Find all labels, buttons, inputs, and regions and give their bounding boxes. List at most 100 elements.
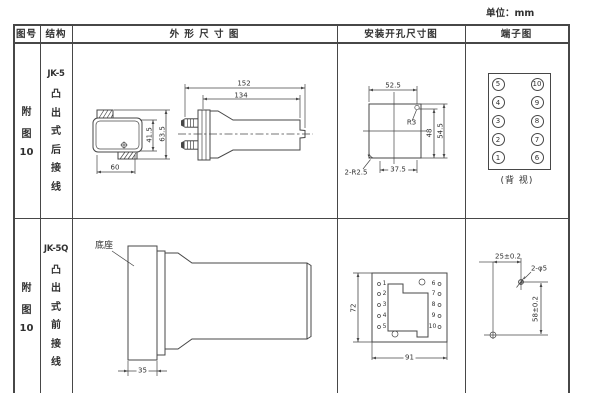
- front-view: [92, 109, 170, 174]
- terminal-5: 5: [491, 77, 505, 91]
- hole-num-4: 4: [382, 312, 387, 319]
- hole-num-8: 8: [431, 301, 436, 308]
- table-left-border: [13, 24, 15, 393]
- terminal-3: 3: [491, 114, 505, 128]
- jk5-outline-drawing: [92, 84, 313, 174]
- row2-fig-number: 10: [19, 322, 34, 334]
- dim-37-5: 37.5: [388, 165, 408, 174]
- col-divider-1: [40, 24, 41, 393]
- row1-fig-no: 附 图 10: [13, 43, 40, 218]
- header-terminal: 端子图: [500, 29, 533, 40]
- table-right-border: [568, 24, 570, 393]
- header-fig-no: 图号: [15, 29, 37, 40]
- row2-desc-char: 前: [51, 320, 61, 331]
- row2-fig-no: 附 图 10: [13, 219, 40, 393]
- side-view: [178, 84, 313, 161]
- mounting-plate: [371, 272, 448, 343]
- terminal-2: 2: [491, 133, 505, 146]
- terminal-7: 7: [530, 133, 544, 146]
- row1-outline-cell: 152 134 41.5 63.5 60: [73, 43, 337, 218]
- corner-hole-icon: [414, 104, 420, 111]
- drill-hole-icon: [489, 331, 497, 339]
- dim-r3: R3: [406, 118, 417, 127]
- col-divider-3: [337, 24, 338, 393]
- row2-model: JK-5Q: [43, 244, 69, 254]
- row1-desc-char: 接: [51, 163, 61, 174]
- hole-num-3: 3: [382, 301, 387, 308]
- col-divider-2: [72, 24, 73, 393]
- row1-structure: JK-5 凸 出 式 后 接 线: [40, 43, 72, 218]
- dim-2-phi5: 2-φ5: [530, 264, 548, 272]
- dim-54-5: 54.5: [436, 123, 444, 139]
- terminal-10: 10: [530, 77, 544, 91]
- hole-num-9: 9: [431, 312, 436, 319]
- row1-desc-char: 后: [51, 144, 61, 156]
- row1-desc-char: 出: [51, 107, 61, 119]
- dim-52-5: 52.5: [385, 81, 401, 90]
- header-structure: 结构: [45, 29, 67, 40]
- terminal-stud-icon: [181, 118, 185, 128]
- row2-desc-char: 凸: [51, 264, 61, 276]
- row2-desc-char: 出: [51, 283, 61, 294]
- dim-58: 58±0.2: [531, 295, 539, 322]
- terminal-stud-icon: [181, 140, 185, 150]
- row1-mounting-cell: 52.5 R3 48 54.5 37.5 2-R2.5: [337, 43, 465, 218]
- jk5q-mounting-drawing: [353, 272, 448, 360]
- row2-outline-cell: 底座 35: [73, 218, 337, 393]
- terminal-1: 1: [491, 151, 505, 164]
- row1-fig-char-2: 图: [21, 129, 32, 140]
- dim-91: 91: [403, 353, 416, 362]
- mounting-hole-icon: [391, 330, 399, 338]
- row2-fig-char-2: 图: [21, 304, 32, 316]
- row-divider: [13, 218, 569, 219]
- row1-desc-char: 式: [51, 126, 61, 137]
- cutout-polygon: [387, 283, 429, 338]
- header-mounting: 安装开孔尺寸图: [364, 29, 438, 40]
- header-divider: [13, 42, 569, 44]
- row2-desc-char: 线: [51, 357, 61, 368]
- header-outline: 外 形 尺 寸 图: [169, 29, 240, 40]
- terminal-4: 4: [491, 96, 505, 109]
- terminal-6: 6: [530, 151, 544, 164]
- hole-num-10: 10: [428, 323, 437, 330]
- jk5q-drill-drawing: [479, 258, 548, 339]
- dim-60: 60: [110, 163, 120, 172]
- terminal-8: 8: [530, 114, 544, 128]
- dim-2-r2-5: 2-R2.5: [344, 168, 368, 177]
- row2-fig-char-1: 附: [21, 282, 32, 294]
- hole-num-1: 1: [382, 280, 387, 287]
- unit-label: 单位：mm: [486, 8, 535, 19]
- hole-num-7: 7: [431, 290, 436, 297]
- row2-drill-cell: 25±0.2 2-φ5 58±0.2: [465, 218, 569, 393]
- col-divider-4: [465, 24, 466, 393]
- hole-num-5: 5: [382, 323, 387, 330]
- hole-num-6: 6: [431, 280, 436, 287]
- dim-72: 72: [349, 303, 357, 312]
- table-top-border: [13, 24, 569, 26]
- row2-desc-char: 接: [51, 338, 61, 350]
- base-plate: [127, 245, 158, 361]
- row1-model: JK-5: [47, 68, 65, 79]
- terminal-9: 9: [530, 96, 544, 109]
- mounting-hole-icon: [418, 278, 426, 286]
- dim-63-5: 63.5: [158, 126, 166, 142]
- dim-41-5: 41.5: [145, 127, 153, 143]
- dim-35: 35: [136, 366, 149, 375]
- base-label: 底座: [94, 241, 114, 251]
- row1-desc-char: 线: [51, 181, 61, 193]
- dim-134: 134: [234, 91, 248, 99]
- row2-structure: JK-5Q 凸 出 式 前 接 线: [40, 219, 72, 393]
- row2-mounting-cell: 72 91 1 2 3 4 5 6 7 8 9 10: [337, 218, 465, 393]
- terminal-block-outline: [488, 73, 551, 170]
- jk5-mounting-drawing: [362, 86, 448, 173]
- dim-152: 152: [237, 79, 251, 88]
- drill-hole-icon: [518, 279, 524, 285]
- dim-48: 48: [425, 128, 434, 138]
- row1-fig-char-1: 附: [21, 107, 32, 118]
- row1-terminal-cell: 5 4 3 2 1 10 9 8 7 6 (背 视): [465, 43, 569, 218]
- row1-desc-char: 凸: [51, 89, 61, 100]
- row2-desc-char: 式: [51, 301, 61, 313]
- row1-fig-number: 10: [19, 147, 34, 158]
- jk5q-outline-drawing: [111, 245, 312, 376]
